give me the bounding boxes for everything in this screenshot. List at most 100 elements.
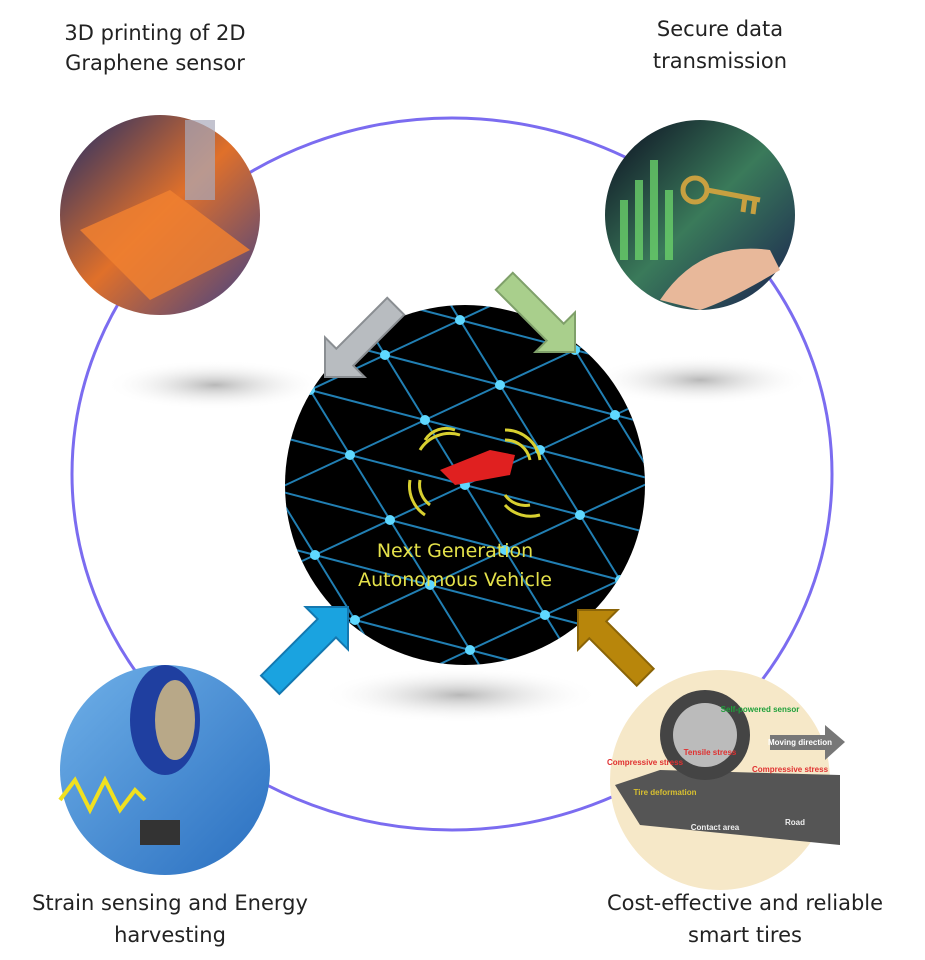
- grid-line: [195, 325, 270, 360]
- grid-line: [435, 750, 550, 780]
- grid-node: [540, 610, 550, 620]
- grid-line: [730, 445, 845, 475]
- grid-line: [655, 480, 770, 510]
- grid-node: [730, 605, 740, 615]
- grid-line: [469, 649, 586, 665]
- grid-line: [235, 425, 275, 490]
- grid-line: [730, 445, 770, 510]
- grid-line: [579, 514, 645, 546]
- grid-line: [845, 475, 925, 505]
- grid-line: [805, 410, 920, 440]
- grid-line: [459, 305, 536, 321]
- grid-line: [735, 610, 850, 640]
- grid-line: [464, 484, 581, 516]
- grid-node: [530, 280, 540, 290]
- grid-node: [340, 285, 350, 295]
- shadow: [590, 355, 810, 405]
- arrow-tires: [577, 609, 656, 688]
- grid-line: [499, 384, 541, 451]
- grid-node: [430, 745, 440, 755]
- grid-node: [490, 215, 500, 225]
- grid-line: [614, 379, 645, 416]
- tire-label: Contact area: [691, 823, 740, 832]
- node-graphene-image: [60, 115, 260, 315]
- label-tires-line1: Cost-effective and reliable: [607, 891, 883, 915]
- grid-line: [810, 575, 850, 640]
- grid-line: [650, 315, 765, 345]
- grid-line: [240, 590, 280, 655]
- grid-line: [850, 640, 925, 670]
- grid-line: [389, 519, 506, 551]
- grid-line: [504, 549, 621, 581]
- grid-line: [850, 605, 925, 640]
- grid-line: [285, 489, 316, 556]
- grid-node: [355, 780, 365, 790]
- tire-label: Moving direction: [768, 738, 832, 747]
- grid-node: [575, 510, 585, 520]
- grid-node: [545, 775, 555, 785]
- grid-line: [160, 460, 200, 525]
- grid-line: [429, 549, 506, 586]
- grid-node: [385, 515, 395, 525]
- grid-line: [695, 545, 810, 575]
- grid-line: [544, 579, 621, 616]
- grid-line: [469, 614, 546, 651]
- grid-node: [455, 315, 465, 325]
- label-strain-line2: harvesting: [114, 923, 226, 947]
- grid-line: [419, 305, 461, 321]
- center-title-line2: Autonomous Vehicle: [358, 569, 552, 591]
- grid-line: [200, 490, 275, 525]
- grid-line: [349, 454, 391, 521]
- grid-line: [349, 454, 466, 486]
- grid-node: [380, 350, 390, 360]
- tire-label: Road: [785, 818, 805, 827]
- grid-line: [579, 514, 621, 581]
- label-secure-line1: Secure data: [657, 17, 783, 41]
- grid-line: [160, 425, 235, 460]
- grid-line: [495, 185, 570, 220]
- grid-line: [730, 410, 805, 445]
- grid-node: [615, 575, 625, 585]
- grid-node: [880, 535, 890, 545]
- grid-node: [235, 585, 245, 595]
- grid-line: [384, 354, 426, 421]
- grid-line: [770, 475, 845, 510]
- key-icon: [680, 175, 761, 215]
- tire-label: Tensile stress: [684, 748, 737, 757]
- grid-node: [230, 420, 240, 430]
- center-title-line1: Next Generation: [377, 540, 533, 562]
- grid-line: [504, 514, 581, 551]
- grid-node: [760, 340, 770, 350]
- grid-node: [800, 405, 810, 415]
- grid-line: [424, 384, 501, 421]
- node-strain-image: [58, 665, 270, 875]
- grid-line: [539, 449, 581, 516]
- grid-line: [534, 305, 645, 316]
- grid-node: [845, 635, 855, 645]
- shadow: [320, 667, 600, 723]
- grid-line: [579, 479, 645, 516]
- grid-node: [655, 640, 665, 650]
- grid-line: [360, 785, 400, 850]
- label-graphene-line2: Graphene sensor: [65, 51, 245, 75]
- label-secure-line2: transmission: [653, 49, 787, 73]
- arrow-secure: [494, 271, 576, 353]
- grid-node: [155, 455, 165, 465]
- grid-line: [695, 510, 770, 545]
- grid-node: [920, 600, 925, 610]
- tire-label: Self-powered sensor: [721, 705, 800, 714]
- grid-line: [770, 510, 810, 575]
- grid-node: [265, 320, 275, 330]
- grid-line: [285, 454, 351, 491]
- grid-line: [464, 484, 506, 551]
- grid-node: [470, 810, 480, 820]
- grid-line: [574, 314, 645, 351]
- grid-node: [420, 415, 430, 425]
- arrows: [259, 271, 656, 696]
- grid-node: [495, 380, 505, 390]
- shadow: [105, 360, 325, 410]
- grid-line: [384, 319, 461, 356]
- arrow-strain: [259, 606, 349, 696]
- cycle-ring: [70, 116, 834, 832]
